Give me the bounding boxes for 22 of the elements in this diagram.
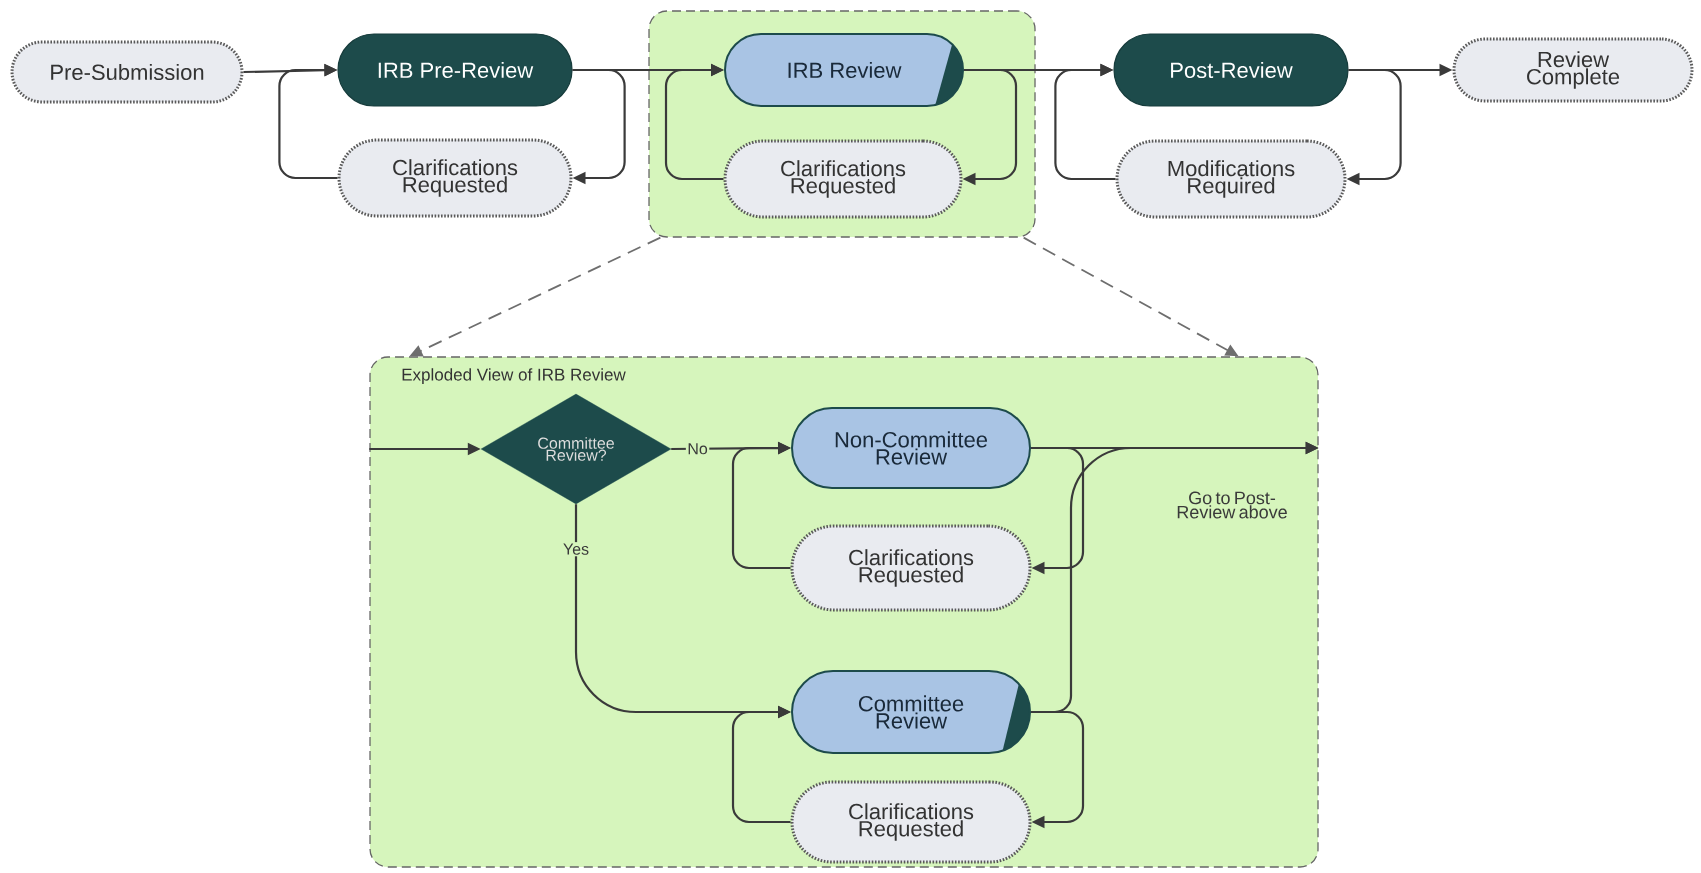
process-box: Committee Review	[791, 670, 1031, 754]
arrow	[731, 441, 791, 570]
process-box: Non-Committee Review	[791, 407, 1031, 489]
state-box: Clarifications Requested	[723, 139, 963, 219]
process-box: IRB Pre-Review	[337, 33, 573, 107]
arrow	[731, 705, 791, 824]
process-box: IRB Review	[724, 33, 964, 107]
arrow	[1054, 63, 1116, 181]
arrow	[1031, 446, 1085, 575]
state-box: Clarifications Requested	[337, 138, 573, 218]
edge-label: Yes	[561, 542, 591, 557]
note-text: Go to Post-Review above	[1177, 491, 1287, 519]
arrow	[664, 63, 724, 181]
state-box: Pre-Submission	[10, 40, 244, 104]
state-box: Modifications Required	[1115, 139, 1347, 219]
arrow	[572, 68, 626, 185]
process-box: Post-Review	[1113, 33, 1349, 107]
state-box: Review Complete	[1452, 37, 1694, 103]
state-box: Clarifications Requested	[790, 524, 1032, 612]
arrow	[1031, 710, 1085, 829]
arrow	[278, 63, 338, 180]
state-box: Clarifications Requested	[790, 780, 1032, 864]
